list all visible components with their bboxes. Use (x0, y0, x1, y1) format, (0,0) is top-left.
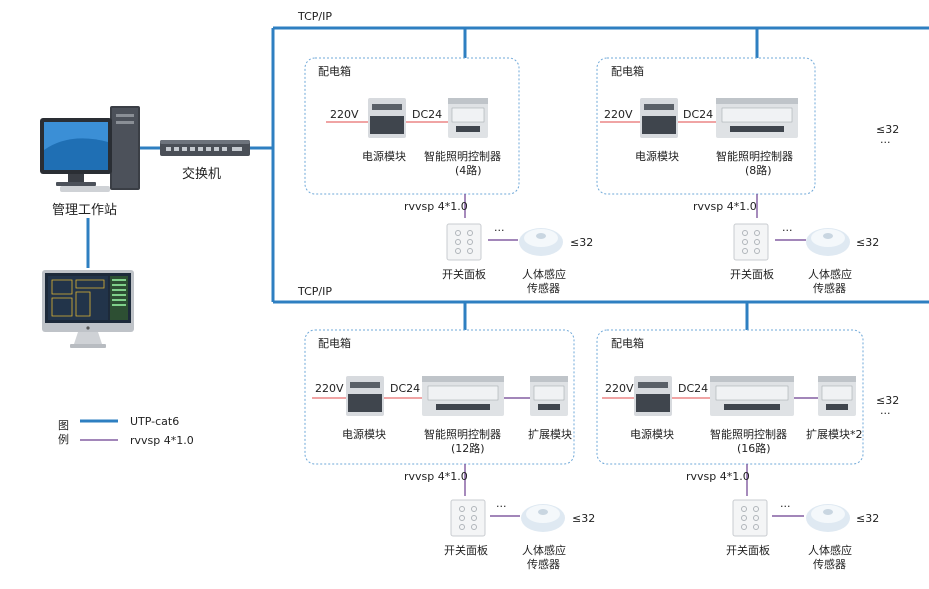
dc24-label: DC24 (412, 108, 442, 121)
controller-channels: (4路) (455, 164, 482, 177)
ext-label: 扩展模块*2 (806, 427, 863, 441)
power-supply-module-icon (368, 98, 406, 138)
sensor-label-2: 传感器 (527, 282, 560, 295)
panel-label: 开关面板 (726, 543, 770, 557)
switch-icon (160, 140, 250, 156)
power-supply-module-icon (640, 98, 678, 138)
box-title: 配电箱 (611, 336, 644, 350)
box-title: 配电箱 (611, 64, 644, 78)
box-border (596, 329, 864, 465)
power-supply-module-icon (346, 376, 384, 416)
lighting-controller-icon (448, 98, 488, 138)
controller-label: 智能照明控制器 (424, 149, 501, 163)
legend-utp-label: UTP-cat6 (130, 415, 179, 428)
voltage-220-label: 220V (605, 382, 634, 395)
tcp-ip-bus (86, 26, 929, 330)
expansion-module-icon (530, 376, 568, 416)
tcp-ip-label-top: TCP/IP (297, 10, 332, 23)
ellipsis: ··· (496, 500, 507, 513)
voltage-220-label: 220V (330, 108, 359, 121)
ellipsis: ··· (780, 500, 791, 513)
psu-label: 电源模块 (630, 427, 674, 441)
dc24-label: DC24 (678, 382, 708, 395)
ext-label: 扩展模块 (528, 427, 572, 441)
legend-rvvsp-label: rvvsp 4*1.0 (130, 434, 194, 447)
sensor-label: 人体感应 (522, 543, 566, 557)
motion-sensor-icon (806, 228, 850, 256)
max-sensors-label: ≤32 (856, 236, 879, 249)
legend-title-1: 图 (58, 419, 69, 432)
cable-label: rvvsp 4*1.0 (404, 470, 468, 483)
distribution-box-4: 配电箱 220V DC24 电源模块 智能照明控制器 (16路) 扩展模块*2 … (596, 329, 879, 571)
distribution-box-3: 配电箱 220V DC24 电源模块 智能照明控制器 (12路) 扩展模块 rv… (304, 329, 595, 571)
voltage-220-label: 220V (604, 108, 633, 121)
switch-label: 交换机 (182, 166, 221, 182)
controller-channels: (8路) (745, 164, 772, 177)
cable-label: rvvsp 4*1.0 (686, 470, 750, 483)
dc24-label: DC24 (390, 382, 420, 395)
voltage-220-label: 220V (315, 382, 344, 395)
switch-panel-icon (733, 223, 769, 261)
switch-panel-icon (732, 499, 768, 537)
ellipsis: ··· (782, 224, 793, 237)
legend-title-2: 例 (58, 432, 69, 446)
switch-panel-icon (450, 499, 486, 537)
switch-panel-icon (446, 223, 482, 261)
psu-label: 电源模块 (342, 427, 386, 441)
psu-label: 电源模块 (635, 149, 679, 163)
cable-label: rvvsp 4*1.0 (693, 200, 757, 213)
cable-label: rvvsp 4*1.0 (404, 200, 468, 213)
controller-channels: (16路) (737, 442, 771, 455)
box-title: 配电箱 (318, 64, 351, 78)
sensor-label: 人体感应 (808, 267, 852, 281)
tcp-ip-label-mid: TCP/IP (297, 285, 332, 298)
dots-top: ··· (880, 136, 891, 149)
motion-sensor-icon (519, 228, 563, 256)
max-label-bottom: ≤32 (876, 394, 899, 407)
max-label-top: ≤32 (876, 123, 899, 136)
legend: 图 例 UTP-cat6 rvvsp 4*1.0 (58, 415, 194, 447)
dc24-label: DC24 (683, 108, 713, 121)
sensor-label-2: 传感器 (813, 282, 846, 295)
sensor-label-2: 传感器 (527, 558, 560, 571)
lighting-controller-icon (710, 376, 794, 416)
workstation-pc-icon (40, 106, 140, 192)
sensor-label: 人体感应 (808, 543, 852, 557)
psu-label: 电源模块 (362, 149, 406, 163)
lighting-controller-icon (422, 376, 504, 416)
workstation-label: 管理工作站 (52, 203, 117, 218)
max-sensors-label: ≤32 (570, 236, 593, 249)
monitor-icon (42, 270, 134, 348)
sensor-label-2: 传感器 (813, 558, 846, 571)
panel-label: 开关面板 (442, 267, 486, 281)
ellipsis: ··· (494, 224, 505, 237)
box-border (304, 57, 520, 195)
controller-label: 智能照明控制器 (716, 149, 793, 163)
dots-bottom: ··· (880, 407, 891, 420)
box-title: 配电箱 (318, 336, 351, 350)
sensor-label: 人体感应 (522, 267, 566, 281)
controller-label: 智能照明控制器 (710, 427, 787, 441)
expansion-module-icon (818, 376, 856, 416)
motion-sensor-icon (521, 504, 565, 532)
box-border (596, 57, 816, 195)
controller-channels: (12路) (451, 442, 485, 455)
motion-sensor-icon (806, 504, 850, 532)
controller-label: 智能照明控制器 (424, 427, 501, 441)
panel-label: 开关面板 (444, 543, 488, 557)
power-supply-module-icon (634, 376, 672, 416)
lighting-controller-icon (716, 98, 798, 138)
max-sensors-label: ≤32 (856, 512, 879, 525)
box-border (304, 329, 575, 465)
max-sensors-label: ≤32 (572, 512, 595, 525)
distribution-box-2: 配电箱 220V DC24 电源模块 智能照明控制器 (8路) rvvsp 4*… (596, 57, 879, 295)
panel-label: 开关面板 (730, 267, 774, 281)
distribution-box-1: 配电箱 220V DC24 电源模块 智能照明控制器 (4路) rvvsp 4*… (304, 57, 593, 295)
